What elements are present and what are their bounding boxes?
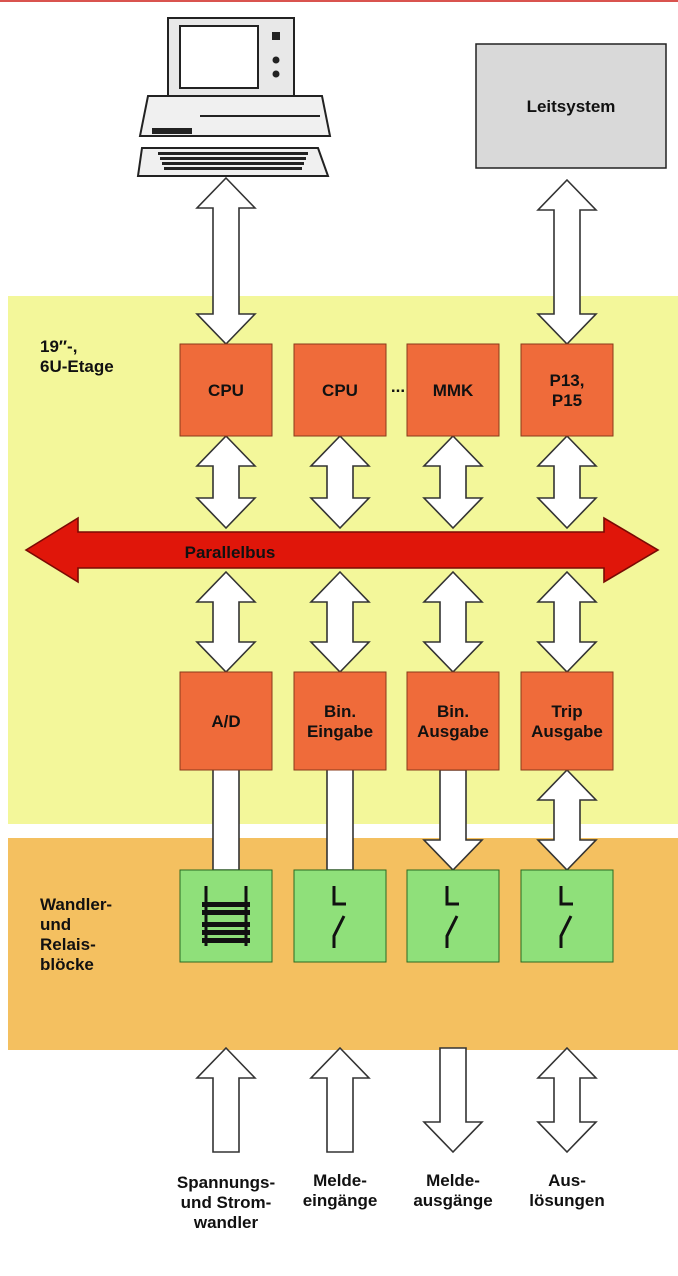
- arrow-computer-cpu: [195, 176, 257, 346]
- module-label-mmk: MMK: [433, 381, 474, 400]
- module-trip: [520, 671, 614, 771]
- relay-block-3: [520, 869, 614, 963]
- bottom-label-melde-ein: Melde-eingänge: [303, 1171, 378, 1210]
- arrow-top-bus-3: [536, 434, 598, 530]
- switch-contact-icon: [445, 886, 459, 948]
- arrow-input-melde: [309, 1046, 371, 1153]
- arrow-binout-relay: [422, 769, 484, 872]
- top-rule: [0, 0, 678, 2]
- relay-block-2: [406, 869, 500, 963]
- relay-block-0: [179, 869, 273, 963]
- computer-icon: [136, 17, 332, 177]
- transformer-icon: [202, 886, 250, 946]
- module-bin-out: [406, 671, 500, 771]
- arrow-leitsystem-p13: [536, 178, 598, 346]
- bottom-label-ausloes: Aus-lösungen: [529, 1171, 605, 1210]
- switch-contact-icon: [559, 886, 573, 948]
- module-mmk: [406, 343, 500, 437]
- module-bin-in: [293, 671, 387, 771]
- parallelbus-arrow: [24, 516, 660, 584]
- switch-contact-icon: [332, 886, 346, 948]
- arrow-input-spannung: [195, 1046, 257, 1153]
- arrow-output-melde: [422, 1047, 484, 1154]
- rack-label: 19″-,6U-Etage: [40, 337, 114, 376]
- arrow-top-bus-2: [422, 434, 484, 530]
- arrow-top-bus-0: [195, 434, 257, 530]
- module-label-bin-out: Bin.Ausgabe: [417, 702, 489, 741]
- module-cpu1: [179, 343, 273, 437]
- module-ad: [179, 671, 273, 771]
- leitsystem-box: [475, 43, 667, 169]
- module-label-cpu2: CPU: [322, 381, 358, 400]
- module-ellipsis: ...: [391, 377, 405, 396]
- module-cpu2: [293, 343, 387, 437]
- bottom-label-spannung: Spannungs-und Strom-wandler: [177, 1173, 275, 1232]
- arrow-output-ausloes: [536, 1046, 598, 1154]
- module-label-bin-in: Bin.Eingabe: [307, 702, 373, 741]
- arrow-top-bus-1: [309, 434, 371, 530]
- module-label-ad: A/D: [211, 712, 240, 731]
- module-label-cpu1: CPU: [208, 381, 244, 400]
- module-label-p13: P13,P15: [550, 371, 585, 410]
- leitsystem-label: Leitsystem: [527, 97, 616, 116]
- module-p13: [520, 343, 614, 437]
- bottom-label-melde-aus: Melde-ausgänge: [413, 1171, 492, 1210]
- parallelbus-label: Parallelbus: [185, 543, 276, 562]
- relay-block-1: [293, 869, 387, 963]
